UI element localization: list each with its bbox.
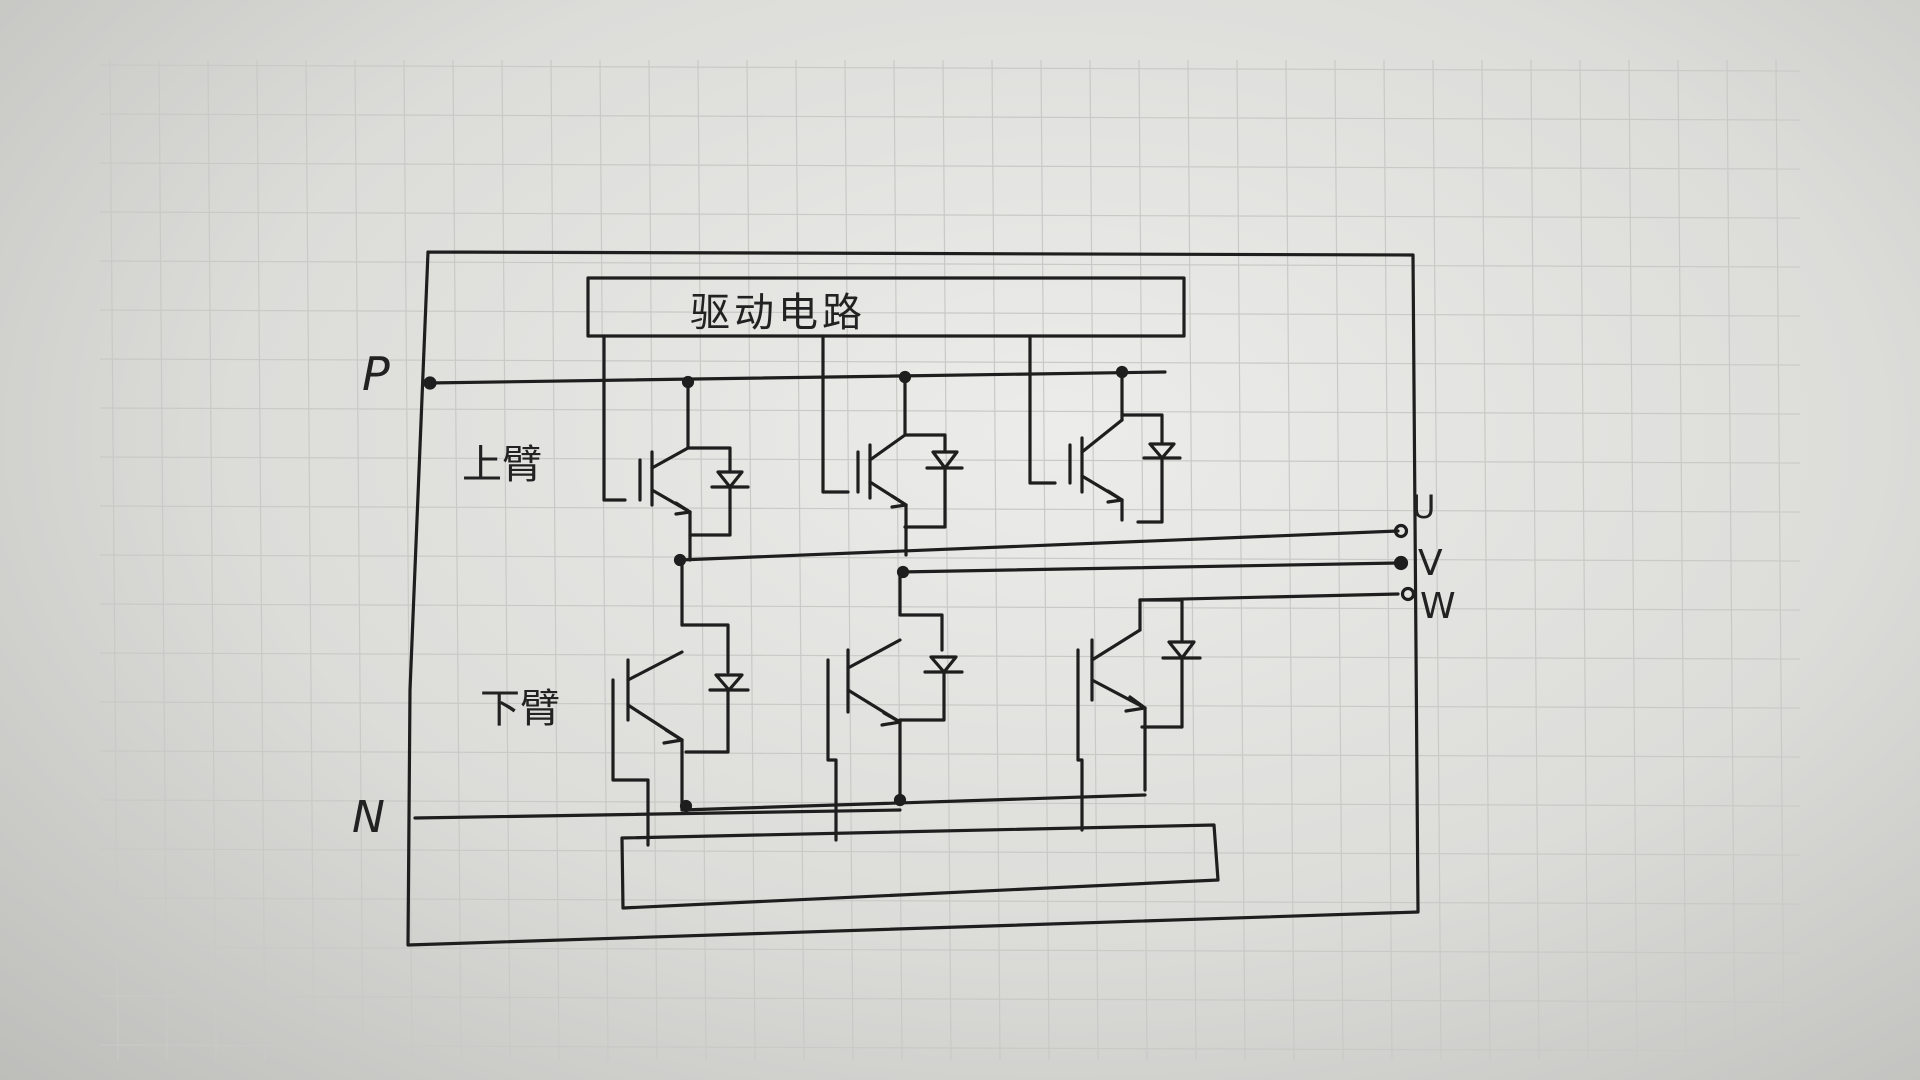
n-bus bbox=[413, 808, 902, 820]
grid-line-vertical bbox=[795, 59, 805, 1061]
p-terminal-label: P bbox=[362, 347, 390, 401]
grid-line-horizontal bbox=[99, 750, 1801, 758]
module-outline bbox=[406, 250, 1420, 947]
drive-circuit-label: 驱动电路 bbox=[690, 290, 866, 336]
grid-line-horizontal bbox=[99, 554, 1801, 562]
grid-line-horizontal bbox=[99, 603, 1801, 611]
grid-line-vertical bbox=[550, 59, 560, 1061]
grid-line-horizontal bbox=[99, 1044, 1801, 1052]
grid-line-vertical bbox=[1726, 59, 1736, 1061]
grid-line-vertical bbox=[452, 59, 462, 1061]
v-terminal-label: V bbox=[1418, 543, 1443, 584]
grid-line-vertical bbox=[1775, 59, 1785, 1061]
grid-line-horizontal bbox=[99, 211, 1801, 219]
n-node-1 bbox=[679, 799, 693, 813]
w-terminal bbox=[1400, 586, 1416, 602]
lower-igbt-3 bbox=[1076, 598, 1202, 832]
upper-igbt-3 bbox=[1068, 368, 1182, 524]
grid-line-horizontal bbox=[99, 848, 1801, 856]
grid-line-horizontal bbox=[99, 260, 1801, 268]
drive-line-3 bbox=[1028, 334, 1057, 485]
grid-line-horizontal bbox=[99, 162, 1801, 170]
grid-line-horizontal bbox=[99, 995, 1801, 1003]
p-bus bbox=[426, 370, 1167, 385]
grid-line-vertical bbox=[648, 59, 658, 1061]
grid-line-vertical bbox=[991, 59, 1001, 1061]
v-line bbox=[898, 561, 1400, 574]
grid-line-vertical bbox=[305, 59, 315, 1061]
grid-line-vertical bbox=[354, 59, 364, 1061]
lower-arm-label: 下臂 bbox=[480, 686, 560, 732]
lower-igbt-2 bbox=[826, 570, 964, 842]
p-node-1 bbox=[681, 375, 695, 389]
grid-line-vertical bbox=[1334, 59, 1344, 1061]
lower-drive-box bbox=[620, 823, 1220, 910]
v-terminal bbox=[1393, 555, 1409, 571]
grid-paper bbox=[99, 59, 1801, 1061]
grid-line-vertical bbox=[1236, 59, 1246, 1061]
grid-line-vertical bbox=[1089, 59, 1099, 1061]
u-terminal bbox=[1393, 523, 1409, 539]
p-terminal bbox=[423, 376, 437, 390]
grid-line-vertical bbox=[403, 59, 413, 1061]
inverter-circuit bbox=[406, 250, 1420, 947]
drive-line-2 bbox=[821, 334, 850, 494]
grid-line-horizontal bbox=[99, 701, 1801, 709]
grid-line-vertical bbox=[893, 59, 903, 1061]
grid-line-horizontal bbox=[99, 505, 1801, 513]
grid-line-vertical bbox=[599, 59, 609, 1061]
grid-line-horizontal bbox=[99, 113, 1801, 121]
grid-line-vertical bbox=[942, 59, 952, 1061]
n-terminal-label: N bbox=[352, 792, 385, 843]
grid-line-vertical bbox=[746, 59, 756, 1061]
upper-igbt-2 bbox=[856, 374, 964, 557]
upper-igbt-1 bbox=[638, 378, 750, 562]
upper-arm-label: 上臂 bbox=[462, 442, 542, 488]
grid-line-vertical bbox=[256, 59, 266, 1061]
grid-line-horizontal bbox=[99, 358, 1801, 366]
grid-line-vertical bbox=[1138, 59, 1148, 1061]
lower-igbt-1 bbox=[611, 558, 750, 847]
grid-line-horizontal bbox=[99, 946, 1801, 954]
grid-line-vertical bbox=[1040, 59, 1050, 1061]
grid-line-vertical bbox=[109, 59, 119, 1061]
p-node-2 bbox=[898, 370, 912, 384]
grid-line-horizontal bbox=[99, 309, 1801, 317]
grid-line-horizontal bbox=[99, 407, 1801, 415]
p-node-3 bbox=[1115, 365, 1129, 379]
grid-line-horizontal bbox=[99, 897, 1801, 905]
u-terminal-label: U bbox=[1412, 488, 1435, 526]
grid-line-vertical bbox=[207, 59, 217, 1061]
u-line bbox=[678, 529, 1400, 562]
grid-line-vertical bbox=[501, 59, 511, 1061]
grid-line-vertical bbox=[1187, 59, 1197, 1061]
grid-line-vertical bbox=[158, 59, 168, 1061]
drive-circuit-box bbox=[586, 276, 1186, 338]
w-terminal-label: W bbox=[1420, 586, 1456, 627]
drive-line-1 bbox=[602, 334, 627, 502]
grid-line-vertical bbox=[844, 59, 854, 1061]
grid-line-horizontal bbox=[99, 64, 1801, 72]
lower-emitter-bus bbox=[680, 793, 1147, 812]
n-node-2 bbox=[893, 793, 907, 807]
grid-line-vertical bbox=[1285, 59, 1295, 1061]
grid-line-horizontal bbox=[99, 799, 1801, 807]
